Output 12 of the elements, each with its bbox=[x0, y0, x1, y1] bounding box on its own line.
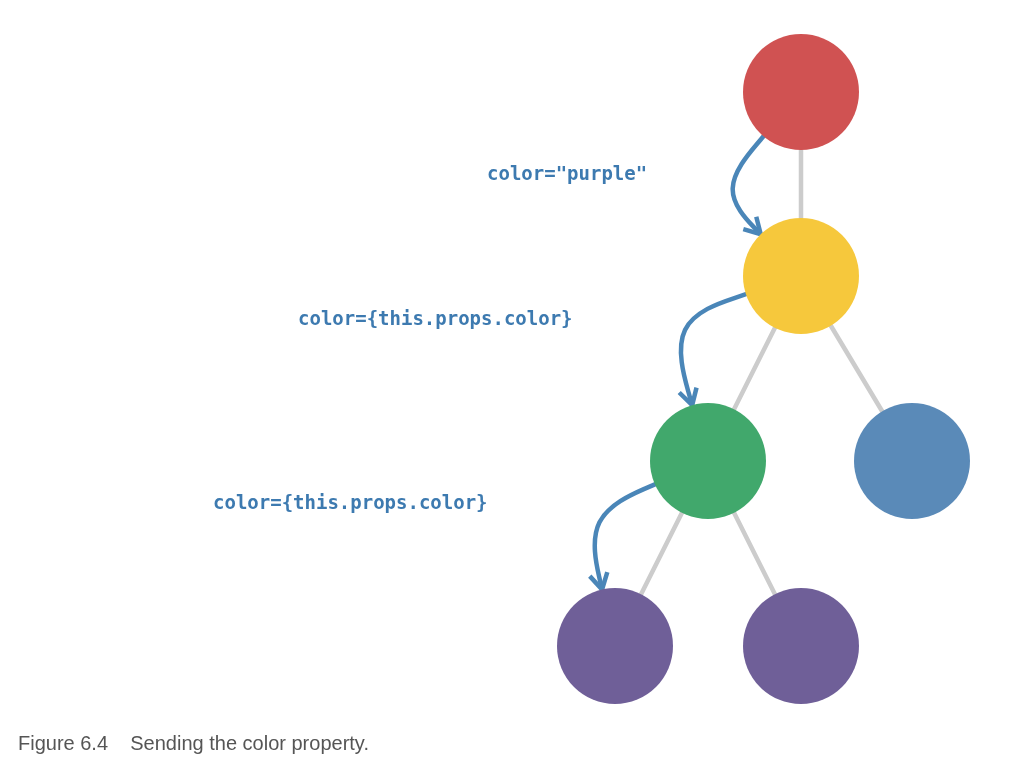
connector-line bbox=[638, 510, 685, 597]
connector-line bbox=[731, 325, 778, 412]
curved-arrow bbox=[676, 291, 749, 408]
code-label: color="purple" bbox=[487, 162, 648, 184]
curved-arrow bbox=[587, 482, 658, 592]
curved-arrow bbox=[730, 134, 766, 237]
figure-caption: Figure 6.4 Sending the color property. bbox=[18, 732, 369, 755]
connector-line bbox=[828, 323, 885, 414]
connector-line bbox=[798, 147, 804, 221]
code-label: color={this.props.color} bbox=[213, 491, 488, 513]
connector-line bbox=[731, 510, 778, 597]
code-label: color={this.props.color} bbox=[298, 307, 573, 329]
